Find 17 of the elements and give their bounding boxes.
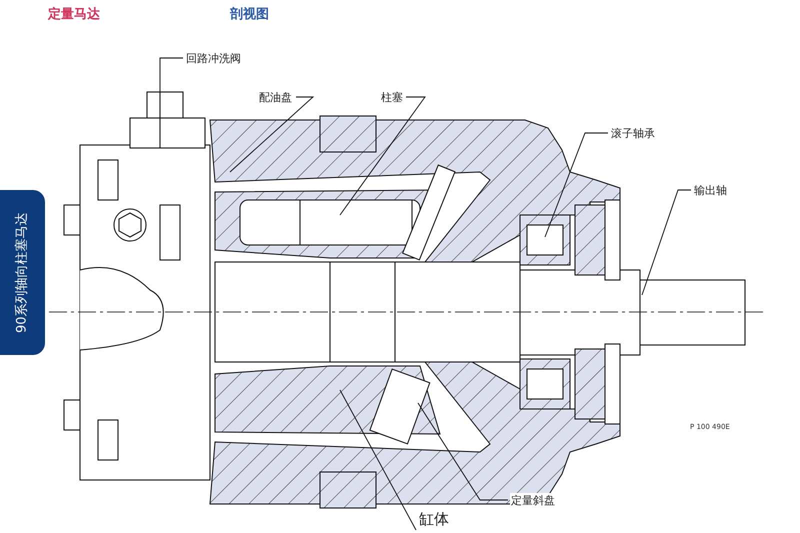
part-label: 缸体 xyxy=(419,510,449,528)
leader-line xyxy=(544,132,608,238)
part-label: 滚子轴承 xyxy=(611,127,655,140)
side-tab xyxy=(0,190,45,355)
leader-line xyxy=(418,402,508,500)
view-heading: 剖视图 xyxy=(230,6,269,24)
part-label: 定量斜盘 xyxy=(511,494,555,507)
title: 定量马达 xyxy=(48,6,100,24)
part-label: 回路冲洗阀 xyxy=(186,52,241,65)
part-label: 配油盘 xyxy=(259,91,292,104)
part-label: 柱塞 xyxy=(381,91,403,104)
part-label: 输出轴 xyxy=(694,184,727,197)
leader-line xyxy=(340,96,426,216)
tab-label: 90系列轴向柱塞马达 xyxy=(14,212,31,333)
leader-line xyxy=(340,390,416,530)
leader-line xyxy=(230,96,314,172)
leader-line xyxy=(642,190,692,296)
